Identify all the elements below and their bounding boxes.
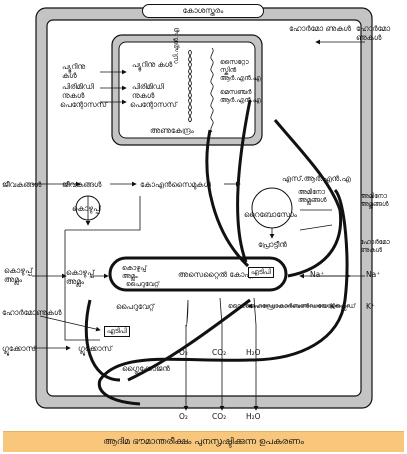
glucose-outside-label: ഗ്ലൂക്കോസ് bbox=[2, 344, 36, 353]
cell-membrane-label: കോശസ്തരം bbox=[142, 4, 264, 18]
pyrimidines-outside-label: പിരിമിഡി നുകൾ bbox=[62, 82, 94, 100]
coenzymes-label: കോഎൻസൈമുകൾ bbox=[140, 180, 211, 189]
h2o-out-label: H₂O bbox=[246, 412, 261, 421]
acetyl-coa-label: അസെറ്റൈൽ കോഎ bbox=[178, 270, 254, 279]
glycogen-label: ഗ്ലൈക്കോജൻ bbox=[122, 364, 170, 373]
rna2-label: മെസഞ്ചർ ആർ.എൻ.എ bbox=[220, 88, 261, 104]
nucleus bbox=[118, 41, 256, 139]
fat-globule-label: കൊഴുപ്പ് bbox=[72, 204, 101, 213]
hormones-right-label: ഹോർമോ ണുകൾ bbox=[360, 238, 390, 254]
atp-box-lower: എടിപി bbox=[104, 326, 130, 337]
k-outside-label: K⁺ bbox=[366, 302, 375, 311]
dna-helix bbox=[188, 49, 192, 123]
o2-out-label: O₂ bbox=[179, 412, 188, 421]
rna-strand bbox=[210, 47, 214, 133]
pyrimidines-nucleus-label: പിരിമിഡി നുകൾ bbox=[132, 82, 164, 100]
fat-acid-cell-label: കൊഴുപ്പ് അമ്ലം bbox=[66, 268, 95, 286]
srna-label: എസ്.ആർ.എൻ.എ bbox=[282, 174, 351, 183]
connector-lines bbox=[64, 196, 333, 341]
hormones-outside-label: ഹോർമോ ണുകൾ bbox=[356, 24, 391, 42]
pentoses-nucleus-label: പെന്റോസസ് bbox=[130, 100, 177, 109]
na-inside-label: Na⁺ bbox=[310, 270, 325, 279]
thin-arrows bbox=[32, 39, 365, 411]
amino-acids-cell-label: അമിനോ അമ്ലങ്ങൾ bbox=[298, 188, 327, 204]
purines-nucleus-label: പ്യൂറിനു കൾ bbox=[132, 60, 173, 69]
mitochondrion bbox=[108, 256, 288, 292]
co2-in-label: CO₂ bbox=[212, 348, 227, 357]
amino-acids-outside-label: അമിനോ അമ്ലങ്ങൾ bbox=[360, 192, 389, 208]
rna1-label: സൈറ്റോ സ്കിൻ ആർ.എൻ.എ bbox=[220, 58, 261, 82]
pentoses-outside-label: പെന്റോസസ് bbox=[60, 100, 107, 109]
figure-caption: ആദിമ ഭൗമാന്തരീക്ഷം പുനസൃഷ്ടിക്കുന്ന ഉപകര… bbox=[3, 431, 404, 452]
hormones-cell-label: ഹോർമോ ണുകൾ bbox=[289, 24, 351, 33]
h2o-in-label: H₂O bbox=[246, 348, 261, 357]
na-outside-label: Na⁺ bbox=[366, 270, 381, 279]
glucose-cell-label: ഗ്ലൂക്കോസ് bbox=[78, 344, 112, 353]
nutrients-outside-label: ജീവകങ്ങൾ bbox=[2, 180, 42, 189]
o2-in-label: O₂ bbox=[179, 348, 188, 357]
purines-outside-label: പ്യൂറിനു കൾ bbox=[62, 62, 86, 80]
fat-outside-label: കൊഴുപ്പ് അമ്ലം bbox=[4, 266, 33, 284]
k-inside-label: K⁺ bbox=[330, 302, 339, 311]
dna-label: ഡി.എൻ.എ bbox=[172, 28, 180, 64]
mito-fat-label: കൊഴുപ്പ് അമ്ലം bbox=[122, 264, 147, 280]
atp-box-mito: എടിപി bbox=[248, 267, 274, 278]
pathway-curves bbox=[84, 99, 349, 406]
dehydrogenase-label: ഡൈഹൈഡ്രോകാർബൺഡയോക്സൈഡ് bbox=[228, 302, 356, 310]
ribosome-label: റൈബോസോം bbox=[244, 210, 297, 219]
nutrients-cell-label: ജീവകങ്ങൾ bbox=[62, 180, 102, 189]
protein-label: പ്രോട്ടീൻ bbox=[258, 240, 287, 249]
mito-pyruvate-label: പൈറുവേറ്റ് bbox=[126, 280, 160, 288]
nucleus-label: അണുകേന്ദ്രം bbox=[150, 126, 194, 135]
hormones-left-label: ഹോർമോണുകൾ bbox=[2, 308, 62, 317]
co2-out-label: CO₂ bbox=[212, 412, 227, 421]
pyruvate-label: പൈറുവേറ്റ് bbox=[116, 302, 155, 311]
